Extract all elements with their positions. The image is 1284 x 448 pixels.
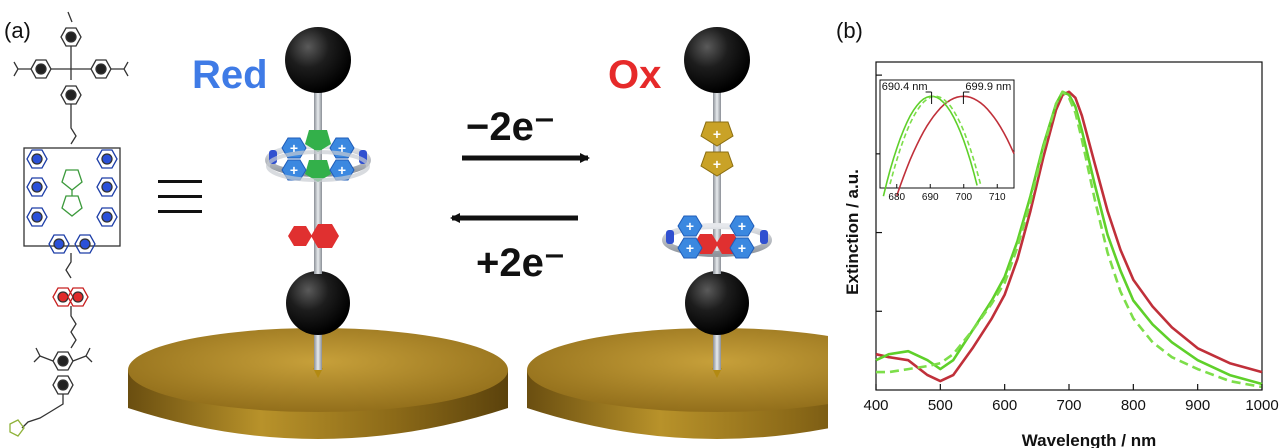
molecule-reduced-state: + + + + (265, 27, 371, 378)
x-tick-label: 700 (1056, 397, 1081, 414)
y-axis-title: Extinction / a.u. (843, 169, 862, 295)
x-axis-ticks: 400 500 600 700 800 900 1000 (863, 384, 1279, 414)
plus-charge: + (290, 140, 298, 156)
plus-charge: + (686, 240, 694, 256)
oxidation-label: −2e⁻ (466, 105, 555, 149)
x-tick-label: 800 (1121, 397, 1146, 414)
stopper-phenyl (60, 27, 82, 47)
series-layer (875, 90, 1263, 389)
reduction-label: +2e⁻ (476, 241, 565, 285)
series-line-3 (876, 90, 1263, 389)
panel-a-label: (a) (4, 18, 31, 43)
inset-tick-label: 690 (922, 192, 939, 203)
plus-charge: + (713, 126, 721, 142)
peak-label: 699.9 nm (965, 81, 1011, 93)
plus-charge: + (738, 240, 746, 256)
plus-charge: + (713, 156, 721, 172)
inset-chart: 680 690 700 710 690.4 nm 699.9 nm (879, 79, 1015, 203)
upper-stopper-ball (285, 27, 351, 93)
inset-tick-label: 710 (989, 192, 1006, 203)
inset-series-line-1 (896, 95, 1015, 197)
x-tick-label: 600 (992, 397, 1017, 414)
molecule-oxidized-state: + + + + + + (662, 27, 772, 378)
x-tick-label: 900 (1185, 397, 1210, 414)
plus-charge: + (338, 162, 346, 178)
reduced-state-label: Red (192, 53, 268, 97)
plus-charge: + (738, 218, 746, 234)
x-axis-title: Wavelength / nm (1022, 431, 1156, 448)
panel-b-label: (b) (836, 18, 863, 43)
inset-tick-label: 700 (955, 192, 972, 203)
x-tick-label: 500 (928, 397, 953, 414)
chemical-structure-drawing (9, 11, 129, 437)
x-tick-label: 1000 (1245, 397, 1278, 414)
inset-series-layer (882, 95, 1015, 197)
plus-charge: + (686, 218, 694, 234)
extinction-chart: 400 500 600 700 800 900 1000 Wavelength / nm E… (843, 61, 1279, 448)
peak-label: 690.4 nm (882, 81, 928, 93)
inset-series-line-2 (882, 95, 978, 197)
inset-peak-annotations: 690.4 nm 699.9 nm (882, 81, 1011, 104)
ttf-oxidized-unit (700, 121, 734, 177)
dnp-unit (288, 224, 339, 248)
oxidized-state-label: Ox (608, 53, 661, 97)
x-tick-label: 400 (863, 397, 888, 414)
equivalence-symbol (158, 180, 202, 213)
lower-stopper-ball (286, 271, 350, 335)
plus-charge: + (338, 140, 346, 156)
plus-charge: + (290, 162, 298, 178)
inset-series-line-3 (889, 95, 982, 185)
inset-x-ticks: 680 690 700 710 (888, 184, 1006, 203)
series-line-2 (875, 90, 1263, 386)
inset-tick-label: 680 (888, 192, 905, 203)
series-line-1 (875, 90, 1263, 383)
redox-arrows (450, 153, 590, 223)
inset-frame (879, 79, 1015, 189)
